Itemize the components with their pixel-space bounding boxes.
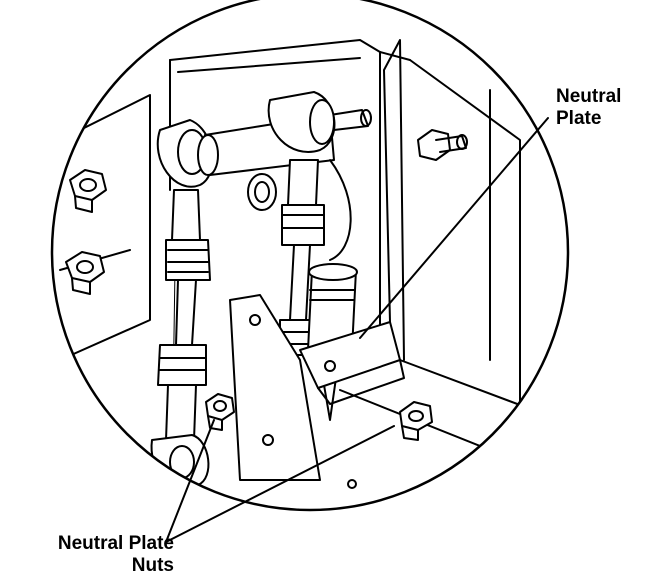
callout-neutral-plate-line1: Neutral [556,86,622,107]
bolt-upper-right [417,129,468,161]
detail-circle-border [50,0,570,512]
center-fitting [247,173,277,211]
neutral-plate-nut-left [205,393,235,431]
callout-neutral-plate-line2: Plate [556,108,602,129]
left-linkage-rod [150,119,214,489]
right-linkage-rod [267,91,352,356]
bracket-plate [229,294,357,489]
neutral-plate [299,39,405,405]
hex-nut-left-upper [69,169,107,213]
leader-neutral-plate [359,117,549,339]
neutral-plate-nut-right [399,401,433,441]
leader-lines [165,117,549,543]
hex-nut-left-lower [65,251,105,295]
leader-nut-right [165,425,395,543]
callout-neutral-plate-nuts-line1: Neutral Plate [57,533,174,554]
leader-nut-left [165,419,215,543]
callout-neutral-plate: Neutral Plate [556,86,646,130]
callout-neutral-plate-nuts: Neutral Plate Nuts [14,533,174,577]
callout-neutral-plate-nuts-line2: Nuts [131,555,174,576]
